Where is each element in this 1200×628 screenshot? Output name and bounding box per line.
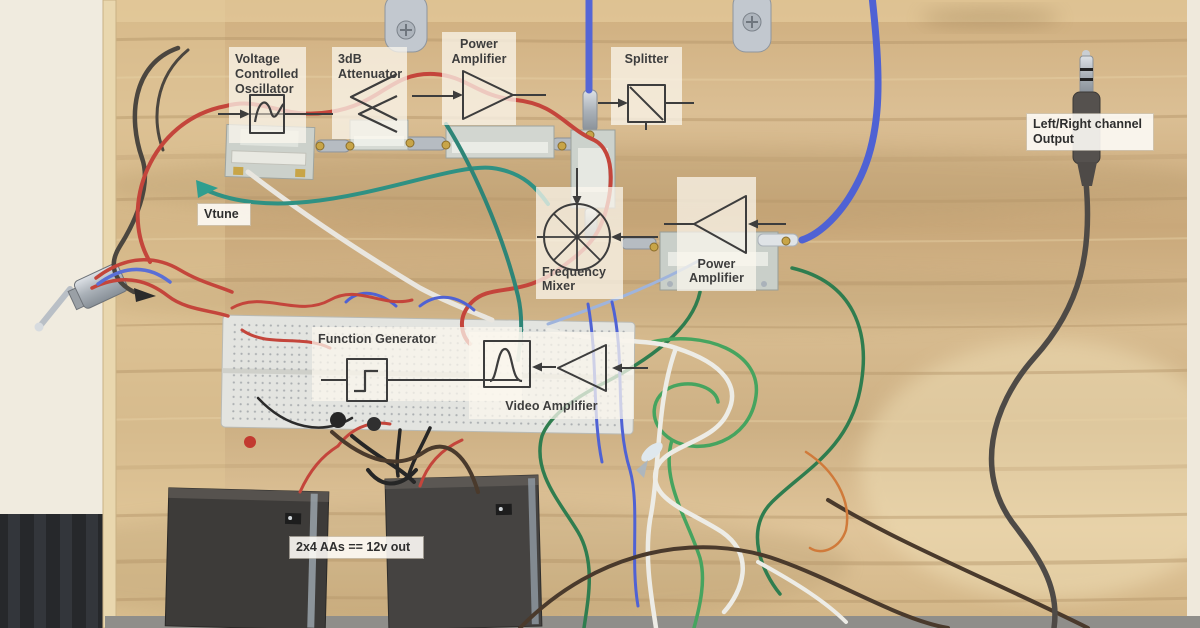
white-wire-bottom [756, 560, 848, 624]
green-wire-pa [538, 290, 702, 628]
red-battery-wire3 [298, 444, 340, 494]
battery-holder [384, 474, 543, 628]
label-vco: Voltage Controlled Oscillator [229, 47, 306, 143]
mounting-bracket [384, 0, 428, 53]
label-power-amplifier-top: Power Amplifier [442, 32, 516, 125]
headphone-cable [988, 179, 1091, 628]
green-wire-down [667, 438, 705, 628]
brown-wire-bottom1 [518, 545, 950, 628]
label-frequency-mixer: Frequency Mixer [536, 187, 623, 299]
capacitor [367, 417, 381, 431]
tag-lr-output: Left/Right channel Output [1027, 114, 1153, 150]
red-switch-wire [94, 258, 234, 294]
label-power-amplifier-right: Power Amplifier [677, 177, 756, 291]
white-wire-loop [545, 327, 745, 615]
tag-battery: 2x4 AAs == 12v out [290, 537, 423, 558]
table-edge [105, 616, 1200, 628]
red-jumper1 [230, 292, 414, 310]
sma-connectors [315, 130, 791, 252]
mounting-bracket [732, 0, 772, 53]
white-alligator-clip [636, 442, 663, 478]
label-splitter: Splitter [611, 47, 682, 125]
white-wire-down [645, 345, 679, 628]
battery-holder [164, 487, 330, 628]
green-wire-right [755, 266, 865, 596]
orange-wire [804, 450, 849, 553]
teal-alligator-clip [196, 180, 218, 198]
tag-vtune: Vtune [198, 204, 250, 225]
floor-stripes [8, 514, 98, 628]
dark-wire-vco-loop2 [155, 48, 190, 152]
teal-clip-wire [204, 165, 550, 206]
red-battery-wire1 [336, 421, 392, 448]
red-battery-wire2 [418, 438, 464, 488]
blue-switch-wire [96, 267, 172, 286]
blue-jumper1 [418, 295, 476, 312]
wires-layer [90, 0, 1091, 628]
black-battery-wire2 [366, 468, 418, 486]
capacitor [330, 412, 346, 428]
blue-coax-right [798, 0, 882, 244]
brown-wire-battery [330, 430, 480, 494]
black-clip [134, 288, 156, 302]
label-video-amplifier: Video Amplifier [469, 332, 634, 419]
red-switch-wire2 [90, 278, 230, 318]
blue-jumper2 [344, 291, 398, 308]
red-led [244, 436, 256, 448]
plywood-edge [102, 0, 117, 628]
black-battery-wire3 [395, 428, 402, 478]
green-wire-loop [650, 337, 759, 449]
label-attenuator: 3dB Attenuator [332, 47, 407, 139]
wall-right [1187, 0, 1200, 628]
wall-left [0, 0, 104, 514]
red-wire-main [135, 71, 613, 346]
